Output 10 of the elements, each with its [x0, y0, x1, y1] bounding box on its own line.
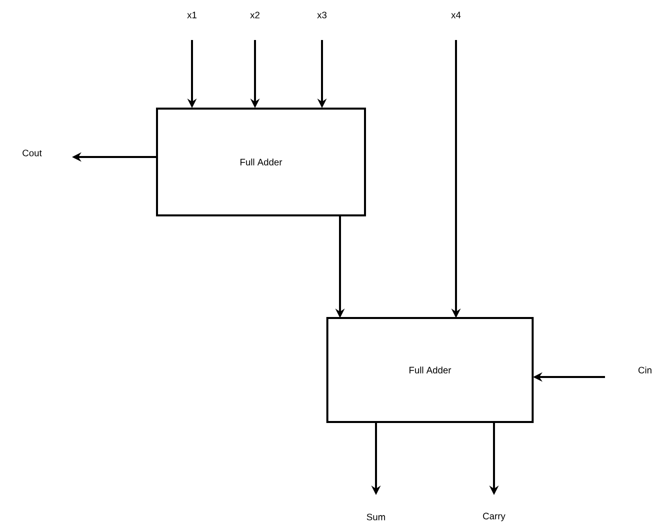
signal-label: Sum	[366, 514, 385, 520]
signal-label: x4	[451, 12, 461, 18]
process-box: Full Adder	[156, 108, 366, 216]
signal-label: Carry	[483, 512, 506, 522]
process-box: Full Adder	[326, 317, 534, 423]
signal-label: x2	[250, 12, 260, 18]
signal-label: Cout	[22, 150, 42, 156]
signal-label: x1	[187, 12, 196, 18]
signal-label: x3	[317, 12, 326, 18]
signal-label: Cin	[638, 366, 652, 374]
